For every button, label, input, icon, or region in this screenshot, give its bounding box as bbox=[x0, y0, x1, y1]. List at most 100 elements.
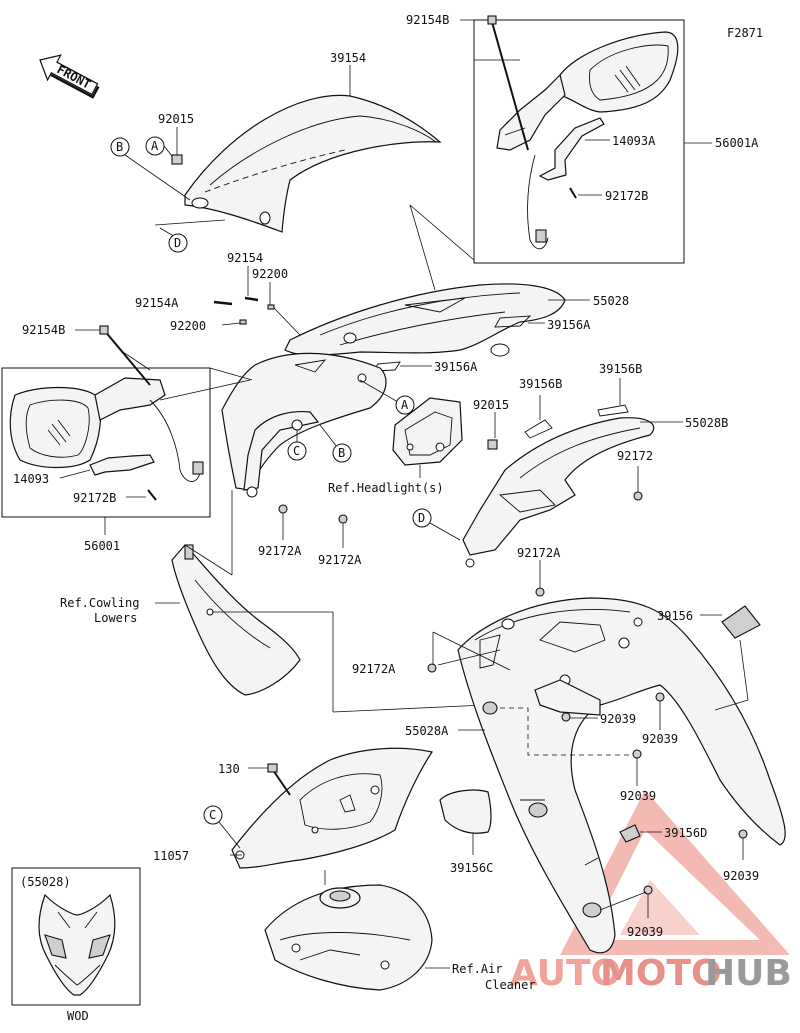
grommet-92039-d[interactable] bbox=[738, 829, 748, 839]
part-label-92039-b: 92039 bbox=[642, 732, 678, 746]
mirror-bracket-14093A[interactable] bbox=[538, 117, 605, 181]
part-label-56001: 56001 bbox=[84, 539, 120, 553]
grommet-92039-b[interactable] bbox=[655, 692, 665, 702]
screw-92172[interactable] bbox=[633, 491, 643, 501]
duct-bracket-part[interactable] bbox=[231, 747, 433, 869]
note-air-cleaner-1: Ref.Air bbox=[452, 962, 503, 976]
sticker-39156C[interactable] bbox=[439, 789, 492, 834]
screw-92172A-d[interactable] bbox=[427, 663, 437, 673]
cowling-lower-ref-part[interactable] bbox=[171, 544, 301, 696]
callout-a-2-text: A bbox=[401, 398, 409, 412]
part-label-92200-b: 92200 bbox=[170, 319, 206, 333]
part-label-92172A-d: 92172A bbox=[352, 662, 396, 676]
mirror-left-frame bbox=[1, 367, 211, 518]
grommet-92039-a[interactable] bbox=[561, 712, 571, 722]
note-air-cleaner-2: Cleaner bbox=[485, 978, 536, 992]
part-label-92015-a: 92015 bbox=[158, 112, 194, 126]
clip-92015-b[interactable] bbox=[487, 439, 498, 450]
callout-a-2 bbox=[395, 395, 415, 415]
callout-c-2-text: C bbox=[209, 808, 216, 822]
watermark-text-moto: MOTO bbox=[600, 953, 722, 994]
callout-b-1-text: B bbox=[116, 140, 123, 154]
part-label-39156D: 39156D bbox=[664, 826, 707, 840]
clip-92015-a[interactable] bbox=[171, 154, 183, 165]
screw-92172A-c[interactable] bbox=[535, 587, 545, 597]
screw-92172A-a[interactable] bbox=[278, 504, 288, 514]
washer-92200-a[interactable] bbox=[267, 304, 275, 310]
callout-c-1-text: C bbox=[293, 444, 300, 458]
callout-c-1 bbox=[287, 441, 307, 461]
sticker-39156B-b[interactable] bbox=[597, 404, 629, 417]
part-label-14093: 14093 bbox=[13, 472, 49, 486]
watermark-inner-icon bbox=[620, 880, 700, 935]
part-label-92172A-c: 92172A bbox=[517, 546, 561, 560]
part-label-39156A-a: 39156A bbox=[547, 318, 591, 332]
grommet-92039-e[interactable] bbox=[643, 885, 653, 895]
grommet-92039-c[interactable] bbox=[632, 749, 642, 759]
part-label-92039-a: 92039 bbox=[600, 712, 636, 726]
inner-fairing-part[interactable] bbox=[221, 352, 387, 498]
part-label-92039-d: 92039 bbox=[723, 869, 759, 883]
screw-92172B-top[interactable] bbox=[569, 187, 577, 199]
sticker-39156A-a[interactable] bbox=[494, 315, 532, 328]
screw-92172B-left[interactable] bbox=[147, 489, 157, 501]
mirror-right-frame bbox=[473, 19, 685, 264]
note-cowling-1: Ref.Cowling bbox=[60, 596, 139, 610]
part-label-92039-e: 92039 bbox=[627, 925, 663, 939]
part-label-130: 130 bbox=[218, 762, 240, 776]
sticker-39156D[interactable] bbox=[619, 824, 641, 843]
screw-92172A-b[interactable] bbox=[338, 514, 348, 524]
part-label-92200-a: 92200 bbox=[252, 267, 288, 281]
part-label-92154B-left: 92154B bbox=[22, 323, 65, 337]
sticker-39156B-a[interactable] bbox=[524, 419, 553, 439]
part-label-92172B-top: 92172B bbox=[605, 189, 648, 203]
mirror-bracket-14093[interactable] bbox=[89, 454, 155, 476]
part-label-92015-b: 92015 bbox=[473, 398, 509, 412]
windshield-part[interactable] bbox=[184, 94, 442, 233]
callout-d-2-text: D bbox=[418, 511, 425, 525]
headlight-bracket-part[interactable] bbox=[392, 397, 463, 466]
front-arrow-icon bbox=[39, 54, 100, 99]
air-cleaner-ref-part[interactable] bbox=[264, 884, 433, 991]
bolt-130[interactable] bbox=[272, 769, 291, 796]
part-label-39156B-a: 39156B bbox=[519, 377, 562, 391]
part-label-55028: 55028 bbox=[593, 294, 629, 308]
upper-cowl-part[interactable] bbox=[284, 283, 566, 357]
inset-caption: WOD bbox=[67, 1009, 89, 1023]
bolt-92154B-top[interactable] bbox=[491, 21, 529, 151]
part-label-92172: 92172 bbox=[617, 449, 653, 463]
callout-b-1 bbox=[110, 137, 130, 157]
inset-frame bbox=[11, 867, 141, 1006]
pad-39156[interactable] bbox=[721, 605, 761, 639]
inset-label: (55028) bbox=[20, 875, 71, 889]
callout-d-1-text: D bbox=[174, 236, 181, 250]
callout-d-1 bbox=[168, 233, 188, 253]
part-label-11057: 11057 bbox=[153, 849, 189, 863]
inset-cowl-part[interactable] bbox=[38, 893, 116, 996]
part-label-39156A-b: 39156A bbox=[434, 360, 478, 374]
bolt-92154B-left[interactable] bbox=[103, 329, 151, 386]
side-cowl-part[interactable] bbox=[457, 597, 786, 954]
callout-b-2 bbox=[332, 443, 352, 463]
washer-92200-b[interactable] bbox=[239, 319, 247, 325]
callout-d-2 bbox=[412, 508, 432, 528]
inner-cowl-right-part[interactable] bbox=[462, 417, 655, 568]
part-label-55028A: 55028A bbox=[405, 724, 449, 738]
part-label-39156B-b: 39156B bbox=[599, 362, 642, 376]
part-label-92154: 92154 bbox=[227, 251, 263, 265]
part-label-92172B-left: 92172B bbox=[73, 491, 116, 505]
part-label-92039-c: 92039 bbox=[620, 789, 656, 803]
part-label-92172A-b: 92172A bbox=[318, 553, 362, 567]
part-label-92154A: 92154A bbox=[135, 296, 179, 310]
mirror-wire-right bbox=[527, 154, 549, 250]
mirror-right-part[interactable] bbox=[496, 31, 679, 151]
bolt-92154A[interactable] bbox=[213, 300, 233, 306]
part-label-39154: 39154 bbox=[330, 51, 366, 65]
callout-b-2-text: B bbox=[338, 446, 345, 460]
bolt-92154[interactable] bbox=[244, 296, 259, 302]
mirror-wire-left bbox=[149, 399, 201, 482]
mirror-left-part[interactable] bbox=[9, 377, 166, 469]
callout-c-2 bbox=[203, 805, 223, 825]
callout-a-1-text: A bbox=[151, 139, 159, 153]
